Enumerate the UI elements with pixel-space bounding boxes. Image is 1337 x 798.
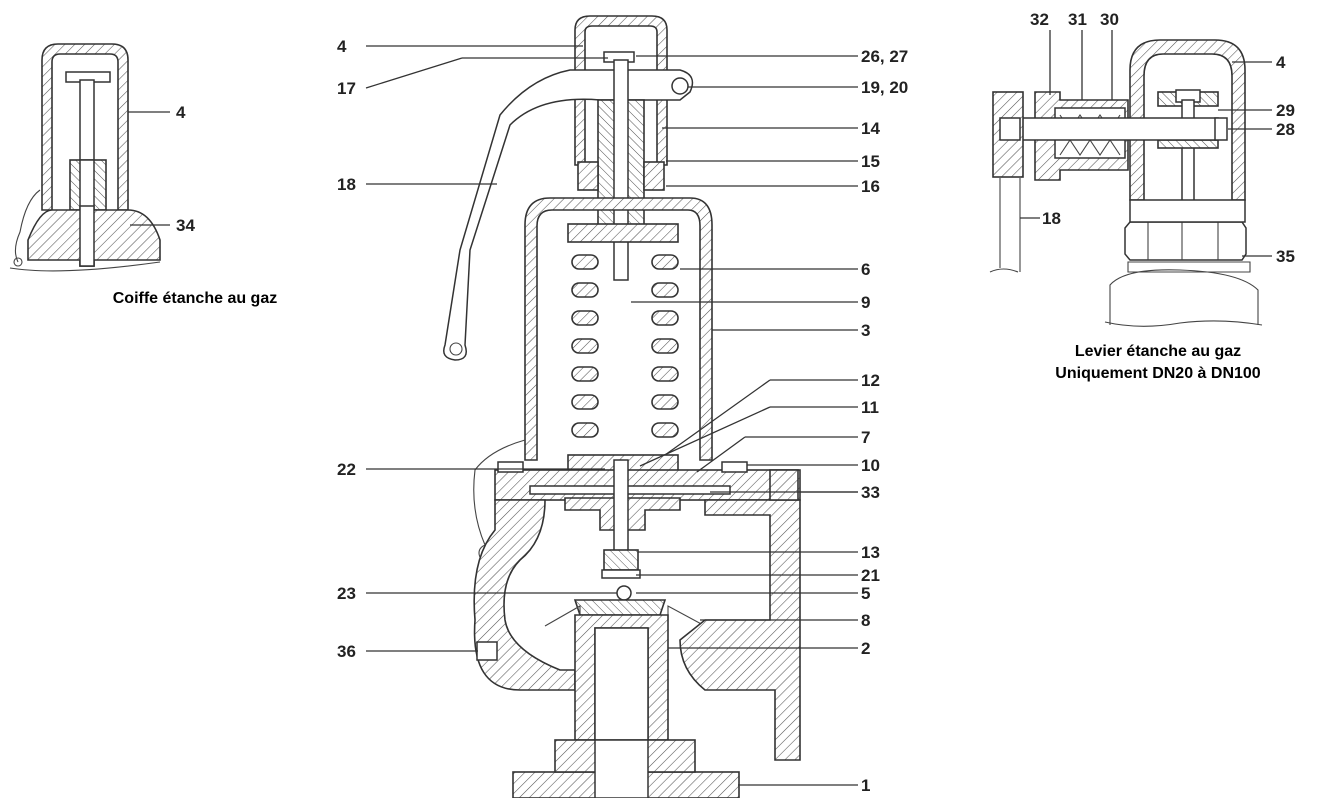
label-8: 8: [861, 611, 870, 630]
label-22: 22: [337, 460, 356, 479]
lever-label-35: 35: [1276, 247, 1295, 266]
lever-label-28: 28: [1276, 120, 1295, 139]
lever-label-29: 29: [1276, 101, 1295, 120]
label-19-20: 19, 20: [861, 78, 908, 97]
label-23: 23: [337, 584, 356, 603]
label-11: 11: [861, 398, 879, 417]
label-18: 18: [337, 175, 356, 194]
label-2: 2: [861, 639, 870, 658]
label-13: 13: [861, 543, 880, 562]
label-21: 21: [861, 566, 880, 585]
inset-gas-tight-cap: 4 34 Coiffe étanche au gaz: [9, 43, 277, 307]
label-10: 10: [861, 456, 880, 475]
spring: [571, 254, 679, 438]
caption-gas-tight-cap: Coiffe étanche au gaz: [113, 290, 277, 307]
label-1: 1: [861, 776, 870, 795]
lever-label-31: 31: [1068, 10, 1087, 29]
label-16: 16: [861, 177, 880, 196]
label-33: 33: [861, 483, 880, 502]
caption-gas-tight-lever-line2: Uniquement DN20 à DN100: [1055, 365, 1260, 382]
inset-cap-label-4: 4: [176, 103, 186, 122]
label-15: 15: [861, 152, 880, 171]
label-9: 9: [861, 293, 870, 312]
label-7: 7: [861, 428, 870, 447]
lever-label-18: 18: [1042, 209, 1061, 228]
label-12: 12: [861, 371, 880, 390]
label-36: 36: [337, 642, 356, 661]
label-4: 4: [337, 37, 347, 56]
label-3: 3: [861, 321, 870, 340]
lever-label-30: 30: [1100, 10, 1119, 29]
inset-cap-label-34: 34: [176, 216, 195, 235]
inset-gas-tight-lever: 32 31 30 4 29 28 18 35 Levier étanche au…: [989, 10, 1295, 382]
label-6: 6: [861, 260, 870, 279]
label-5: 5: [861, 584, 870, 603]
lever-label-4: 4: [1276, 53, 1286, 72]
label-26-27: 26, 27: [861, 47, 908, 66]
caption-gas-tight-lever-line1: Levier étanche au gaz: [1075, 343, 1241, 360]
main-valve-section: 4 17 18 22 23 36 26, 27 19, 20 14 15 16 …: [337, 15, 908, 798]
label-17: 17: [337, 79, 356, 98]
label-14: 14: [861, 119, 880, 138]
lever-label-32: 32: [1030, 10, 1049, 29]
